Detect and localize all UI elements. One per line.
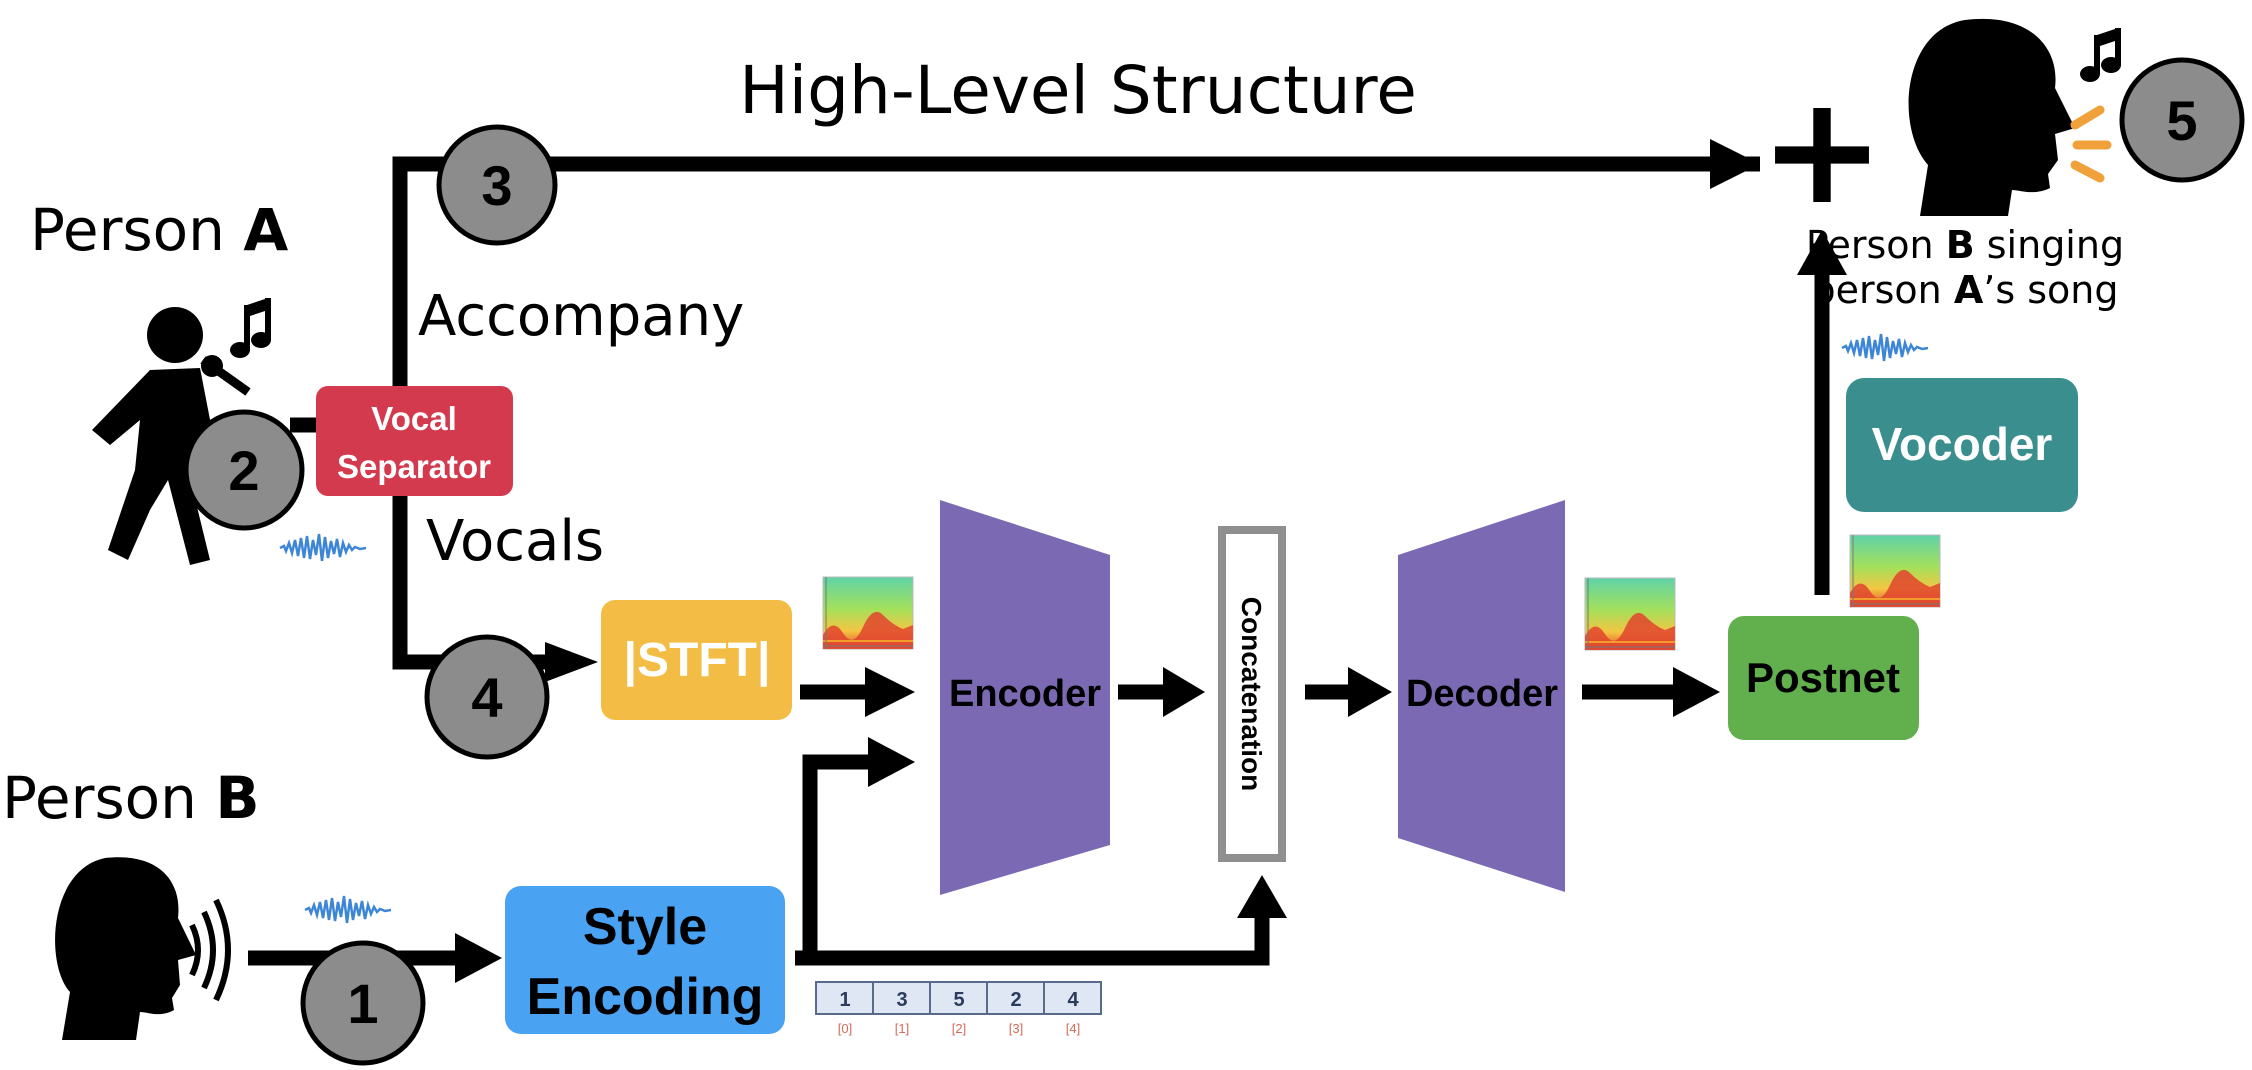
- arrowhead: [865, 667, 915, 717]
- spectrogram-icon: [822, 576, 914, 650]
- person-a-letter: A: [243, 196, 288, 264]
- accompany-label: Accompany: [418, 284, 744, 349]
- person-b-letter: B: [215, 764, 259, 832]
- postnet-label: Postnet: [1746, 654, 1900, 701]
- sequence-value: 2: [1010, 989, 1021, 1011]
- vocal-separator-block: [316, 386, 513, 496]
- arrowhead: [1710, 139, 1760, 189]
- step-4-badge: 4: [424, 634, 550, 760]
- stft-block: [601, 600, 792, 720]
- encoder-label: Encoder: [949, 673, 1101, 715]
- style-encoding-label-line1: Style: [583, 898, 707, 956]
- sequence-index: [0]: [838, 1021, 852, 1036]
- music-note-icon: [230, 298, 271, 358]
- person-a-label: Person A: [30, 196, 288, 264]
- arrowhead: [868, 737, 915, 787]
- speaking-head-icon: [55, 857, 197, 1040]
- singing-lines-icon: [2070, 105, 2112, 183]
- waveform-icon: [1840, 332, 1930, 363]
- accompany-line: [392, 156, 1760, 425]
- sequence-value: 5: [953, 989, 964, 1011]
- result-caption-line1: Person B singing: [1806, 223, 2124, 267]
- vocals-label: Vocals: [426, 509, 604, 574]
- arrowhead: [455, 933, 502, 983]
- style-encoding-block: [505, 886, 785, 1034]
- style-to-concat-line: [795, 915, 1270, 966]
- sequence-index: [3]: [1009, 1021, 1023, 1036]
- sequence-value: 4: [1067, 989, 1079, 1011]
- step-2-badge: 2: [183, 409, 305, 531]
- svg-text:3: 3: [481, 154, 512, 217]
- style-encoding-label-line2: Encoding: [527, 968, 764, 1026]
- spectrogram-icon: [1849, 534, 1941, 608]
- arrowhead: [1348, 667, 1392, 717]
- concatenation-label: Concatenation: [1236, 597, 1267, 791]
- style-to-encoder-line: [795, 754, 875, 966]
- singing-head-icon: [1908, 18, 2075, 217]
- vocal-separator-label-line1: Vocal: [371, 400, 457, 437]
- waveform-icon: [303, 894, 393, 925]
- arrowhead: [1237, 875, 1287, 918]
- arrowhead: [545, 642, 598, 682]
- svg-text:2: 2: [228, 439, 259, 502]
- singer-icon: [92, 307, 251, 565]
- arrowhead: [1797, 230, 1847, 275]
- vocoder-block: [1846, 378, 2078, 512]
- spectrogram-icon: [1584, 577, 1676, 651]
- svg-text:4: 4: [471, 666, 502, 729]
- vocoder-label: Vocoder: [1872, 418, 2053, 470]
- diagram-title: High-Level Structure: [739, 52, 1417, 129]
- postnet-block: [1728, 616, 1919, 740]
- arrowhead: [1673, 667, 1720, 717]
- sequence-index: [1]: [895, 1021, 909, 1036]
- step-1-badge: 1: [300, 940, 426, 1066]
- decoder-block: [1398, 500, 1565, 892]
- result-caption-line2: person A’s song: [1812, 268, 2119, 312]
- plus-sign: +: [1759, 64, 1885, 238]
- sound-waves-icon: [189, 898, 231, 1002]
- decoder-label: Decoder: [1406, 673, 1558, 715]
- waveform-icon: [278, 532, 368, 563]
- person-b-label: Person B: [2, 764, 260, 832]
- step-5-badge: 5: [2119, 57, 2245, 183]
- concatenation-block: [1218, 526, 1286, 862]
- encoder-block: [940, 500, 1110, 895]
- sequence-index: [2]: [952, 1021, 966, 1036]
- step-3-badge: 3: [436, 124, 558, 246]
- stft-label: |STFT|: [624, 634, 771, 687]
- svg-text:1: 1: [347, 972, 378, 1035]
- sequence-value: 3: [896, 989, 907, 1011]
- vocal-separator-label-line2: Separator: [337, 448, 491, 485]
- arrowhead: [1163, 667, 1205, 717]
- sequence-index: [4]: [1066, 1021, 1080, 1036]
- sequence-value: 1: [839, 989, 850, 1011]
- music-note-icon: [2080, 28, 2121, 82]
- style-sequence: 1 3 5 2 4 [0] [1] [2] [3] [4]: [815, 981, 1102, 1036]
- svg-text:5: 5: [2166, 89, 2197, 152]
